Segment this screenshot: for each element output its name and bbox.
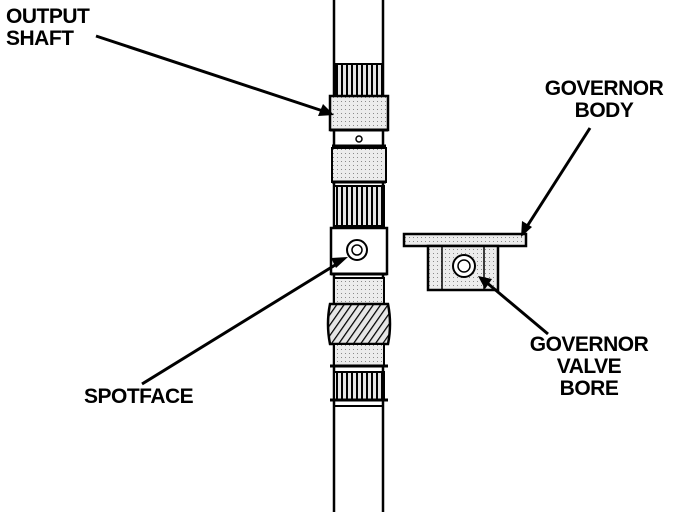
- leader-lines: [95, 34, 592, 386]
- output-shaft-leader: [95, 34, 327, 114]
- governor-body-label: GOVERNOR BODY: [540, 78, 668, 122]
- output-shaft-label: OUTPUT SHAFT: [6, 5, 90, 50]
- governor-body-arrowhead: [521, 221, 532, 237]
- governor-valve-bore-label-line2: VALVE: [556, 355, 622, 378]
- output-shaft-label-line2: SHAFT: [6, 27, 74, 50]
- governor-body-label-line1: GOVERNOR: [544, 77, 664, 100]
- spotface-leader: [141, 260, 341, 386]
- governor-valve-bore-label-line3: BORE: [559, 377, 619, 400]
- output-shaft-label-line1: OUTPUT: [6, 5, 90, 28]
- governor-body-leader: [524, 127, 592, 229]
- governor-valve-bore-arrowhead: [478, 276, 492, 289]
- governor-body: [402, 232, 528, 292]
- output-shaft: [326, 0, 392, 512]
- governor-valve-bore-leader: [485, 280, 549, 336]
- spotface-label: SPOTFACE: [84, 385, 194, 408]
- spotface-arrowhead: [331, 257, 348, 268]
- governor-valve-bore-label: GOVERNOR VALVE BORE: [522, 334, 656, 400]
- governor-body-label-line2: BODY: [574, 99, 634, 122]
- output-shaft-arrowhead: [318, 104, 334, 116]
- governor-valve-bore-label-line1: GOVERNOR: [529, 333, 649, 356]
